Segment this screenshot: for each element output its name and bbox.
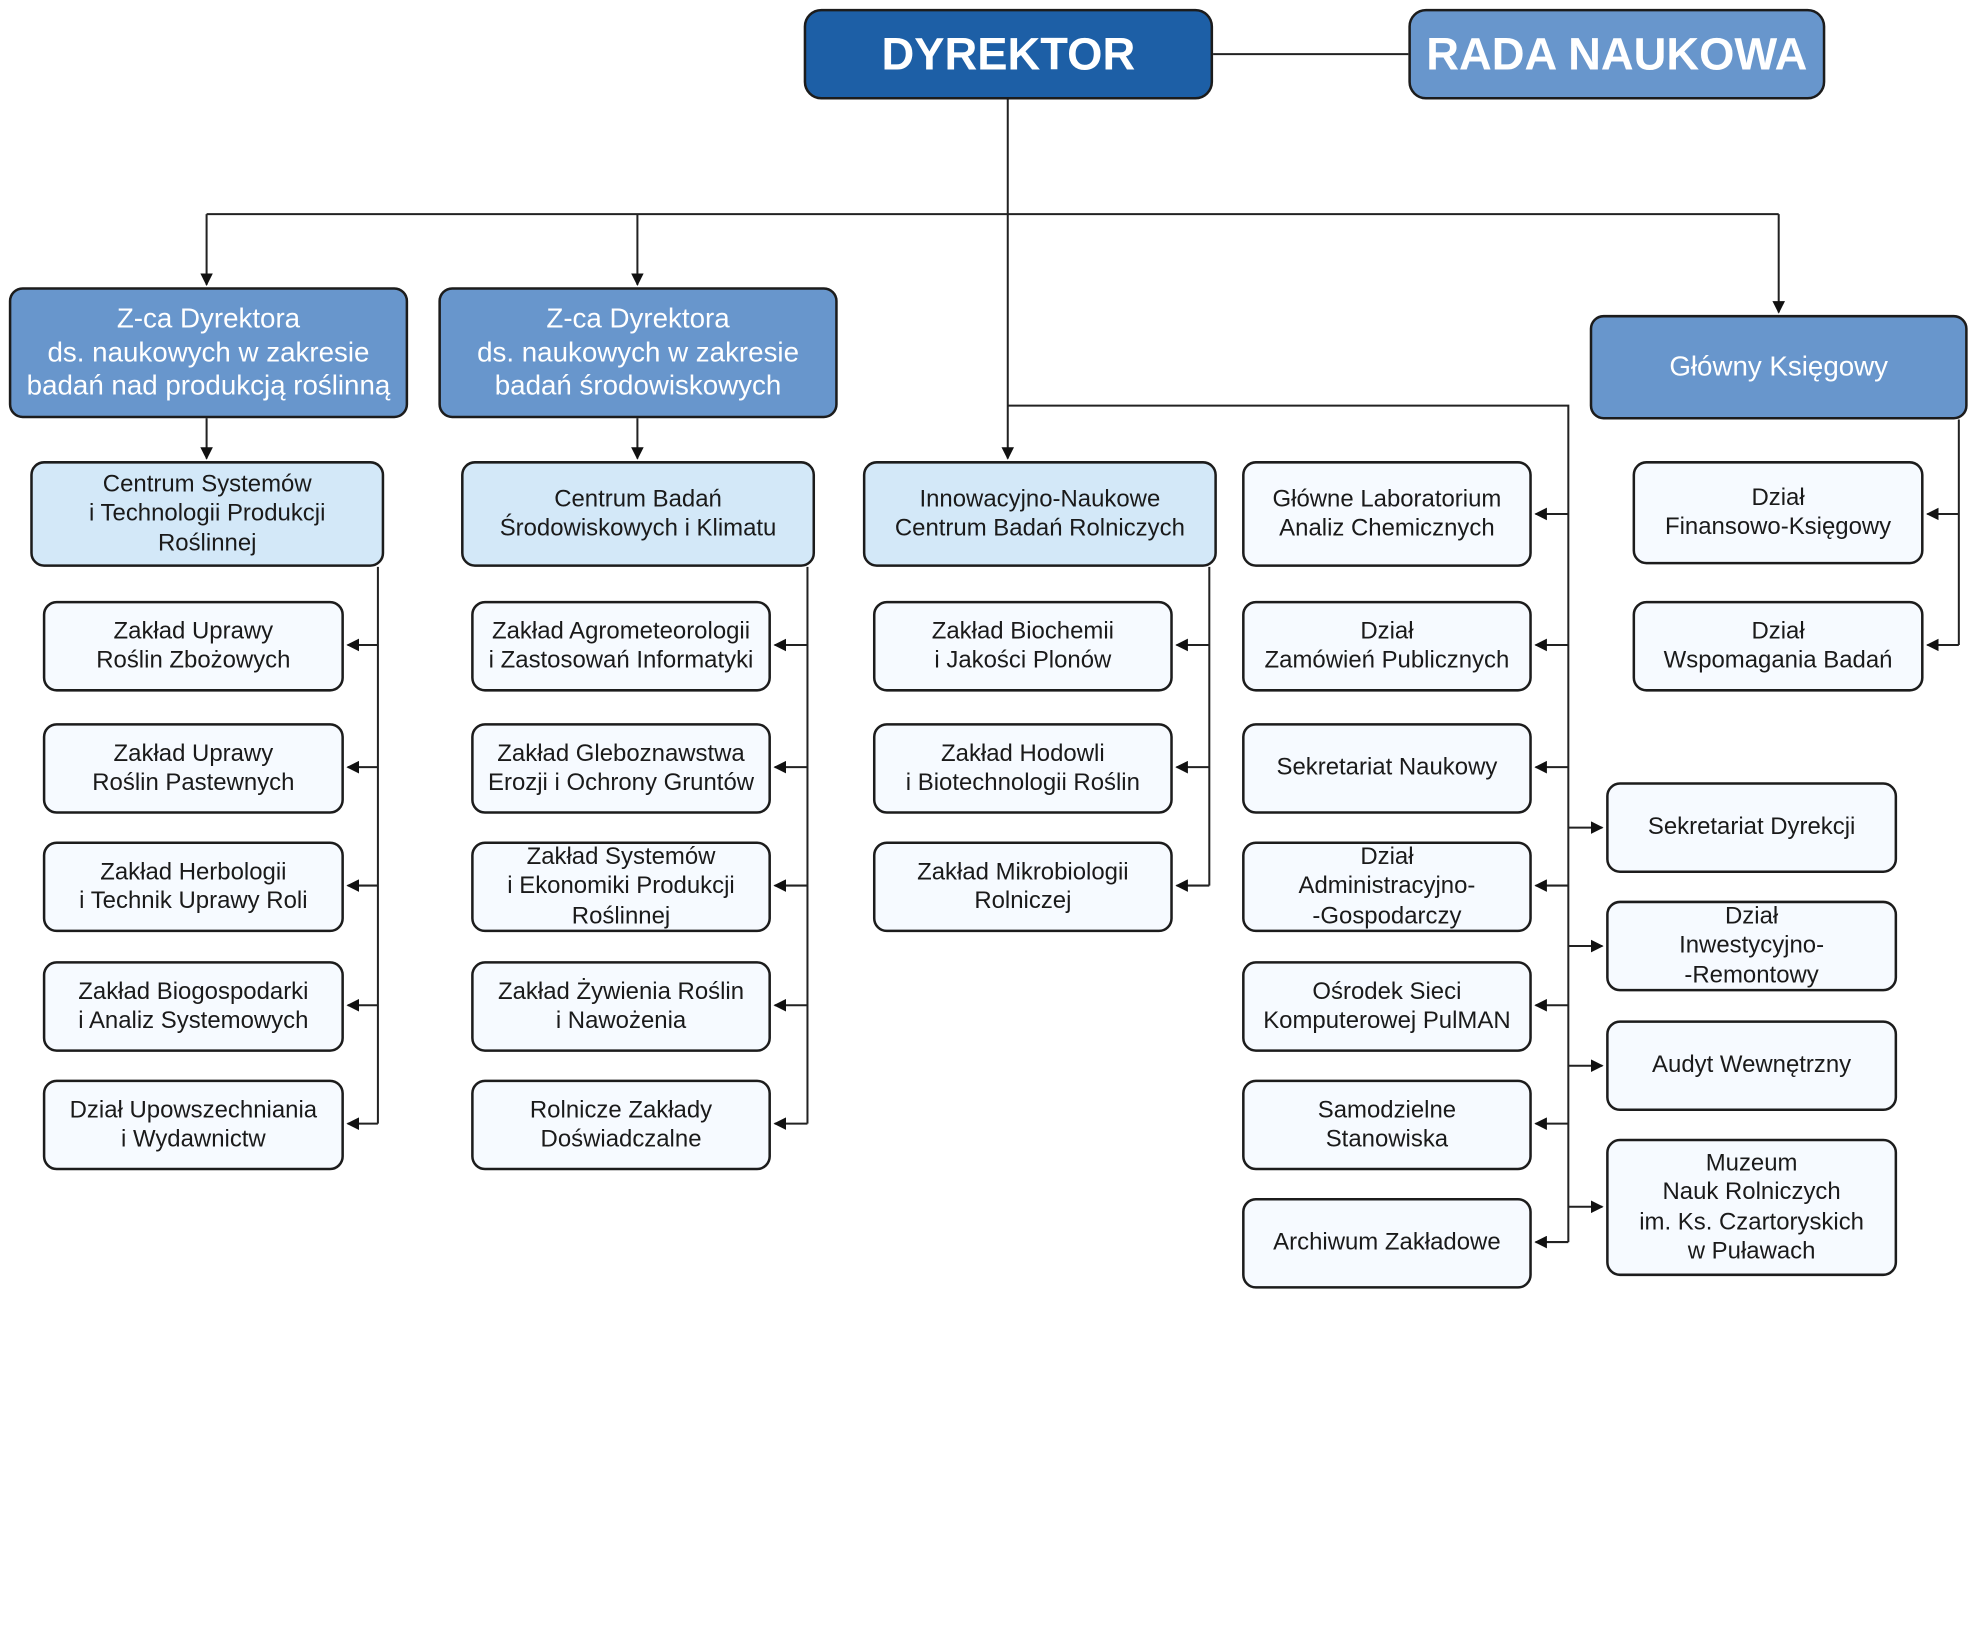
unit-box-col1: Zakład Herbologii i Technik Uprawy Roli xyxy=(42,841,344,933)
scientific-council-box: RADA NAUKOWA xyxy=(1408,8,1826,100)
unit-box-col6: Dział Wspomagania Badań xyxy=(1632,600,1924,692)
unit-box-col4: Dział Zamówień Publicznych xyxy=(1242,600,1532,692)
unit-box-col1: Dział Upowszechniania i Wydawnictw xyxy=(42,1079,344,1171)
staff-bus xyxy=(1007,404,1570,1243)
unit-box-col1: Zakład Uprawy Roślin Pastewnych xyxy=(42,723,344,814)
unit-box-col6: Dział Finansowo-Księgowy xyxy=(1632,461,1924,565)
unit-box-col2: Zakład Agrometeorologii i Zastosowań Inf… xyxy=(471,600,771,692)
unit-box-col5: Sekretariat Dyrekcji xyxy=(1606,782,1898,873)
unit-box-col5: Audyt Wewnętrzny xyxy=(1606,1020,1898,1112)
center-env-climate-box: Centrum Badań Środowiskowych i Klimatu xyxy=(461,461,816,567)
unit-box-col4: Archiwum Zakładowe xyxy=(1242,1197,1532,1289)
unit-box-col4: Dział Administracyjno- -Gospodarczy xyxy=(1242,841,1532,933)
center-plant-production-box: Centrum Systemów i Technologii Produkcji… xyxy=(30,461,385,567)
unit-box-col1: Zakład Biogospodarki i Analiz Systemowyc… xyxy=(42,961,344,1052)
unit-box-col3: Zakład Hodowli i Biotechnologii Roślin xyxy=(872,723,1173,814)
director-box: DYREKTOR xyxy=(803,8,1214,100)
unit-box-col2: Zakład Systemów i Ekonomiki Produkcji Ro… xyxy=(471,841,771,933)
unit-box-col5: Dział Inwestycyjno- -Remontowy xyxy=(1606,900,1898,992)
deputy-director-env-box: Z-ca Dyrektora ds. naukowych w zakresie … xyxy=(438,287,838,419)
unit-box-col4: Ośrodek Sieci Komputerowej PulMAN xyxy=(1242,961,1532,1052)
unit-box-col1: Zakład Uprawy Roślin Zbożowych xyxy=(42,600,344,692)
unit-box-col5: Muzeum Nauk Rolniczych im. Ks. Czartorys… xyxy=(1606,1138,1898,1277)
center-innovation-box: Innowacyjno-Naukowe Centrum Badań Rolnic… xyxy=(862,461,1217,567)
unit-box-col3: Zakład Mikrobiologii Rolniczej xyxy=(872,841,1173,933)
deputy-director-plant-box: Z-ca Dyrektora ds. naukowych w zakresie … xyxy=(8,287,409,419)
unit-box-col2: Zakład Gleboznawstwa Erozji i Ochrony Gr… xyxy=(471,723,771,814)
unit-box-col4: Sekretariat Naukowy xyxy=(1242,723,1532,814)
unit-box-col4: Samodzielne Stanowiska xyxy=(1242,1079,1532,1171)
chief-accountant-box: Główny Księgowy xyxy=(1589,314,1968,420)
unit-box-col2: Zakład Żywienia Roślin i Nawożenia xyxy=(471,961,771,1052)
unit-box-col4: Główne Laboratorium Analiz Chemicznych xyxy=(1242,461,1532,567)
unit-box-col2: Rolnicze Zakłady Doświadczalne xyxy=(471,1079,771,1171)
unit-box-col3: Zakład Biochemii i Jakości Plonów xyxy=(872,600,1173,692)
connector-lines xyxy=(200,53,1960,1249)
